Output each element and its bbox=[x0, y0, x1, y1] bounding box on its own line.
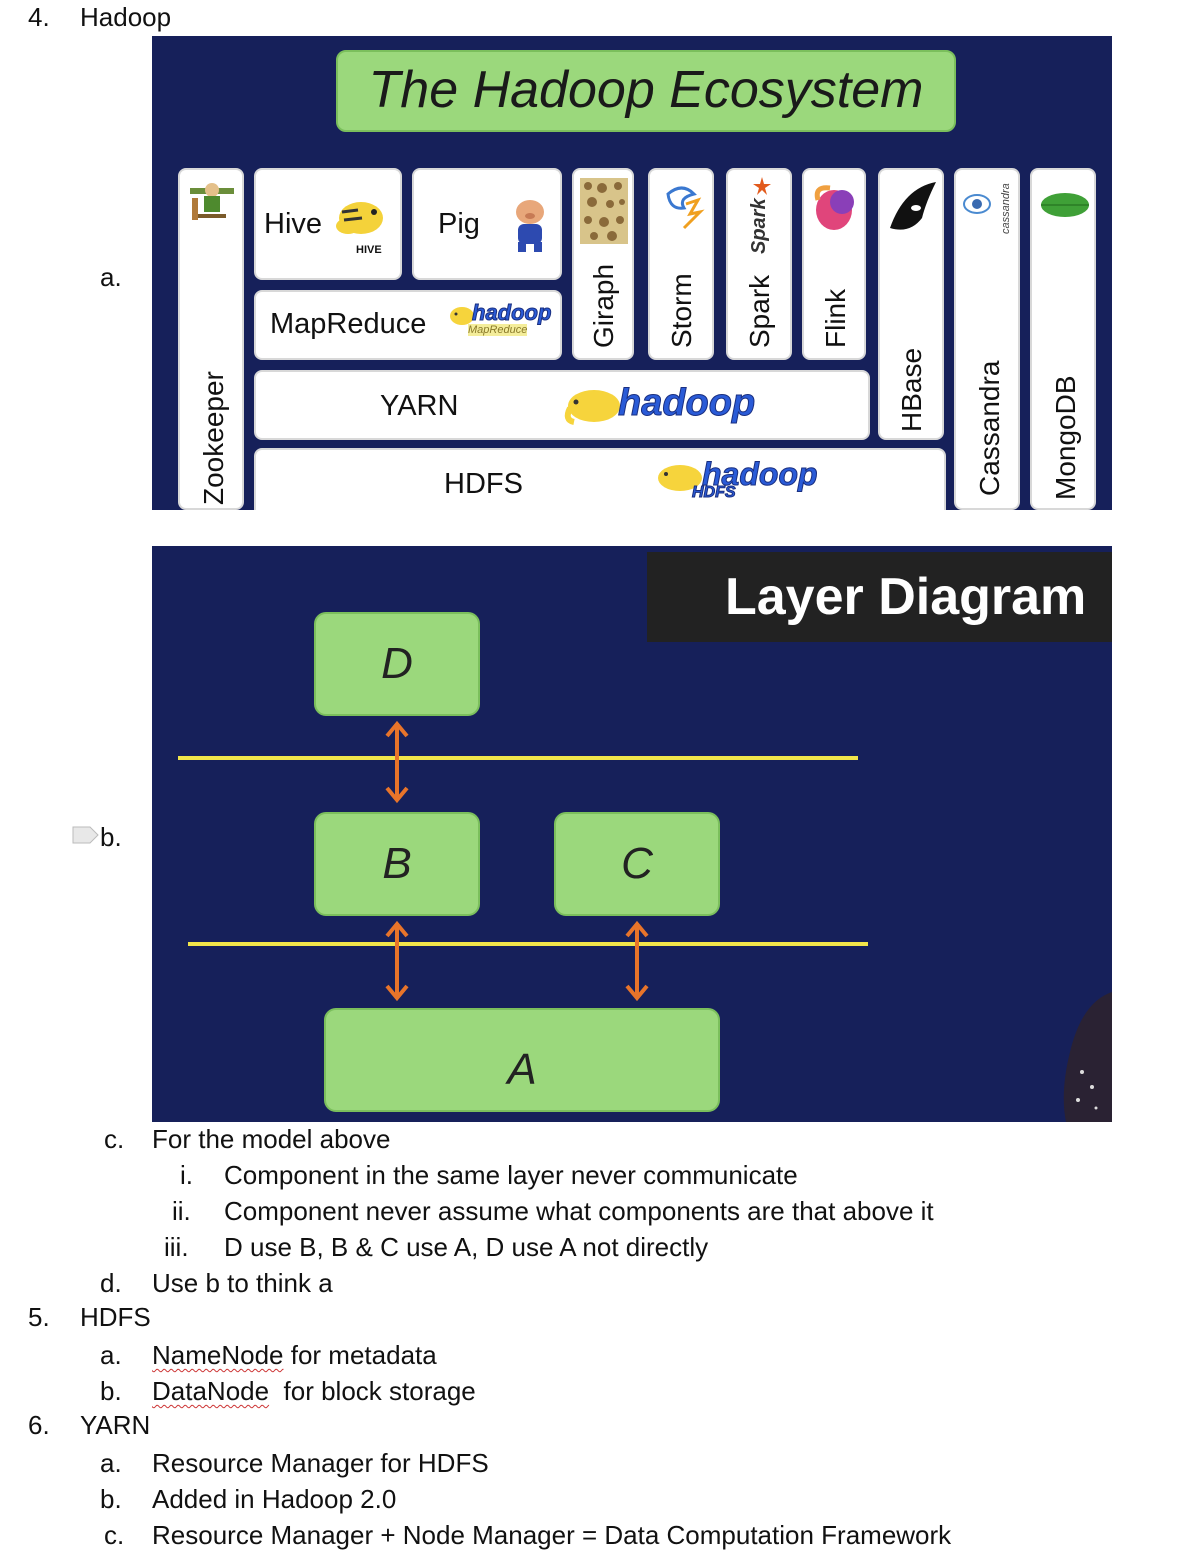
arrow-d-b-heads bbox=[385, 720, 409, 804]
yarn-hadoop-logo: hadoop bbox=[617, 382, 756, 425]
item-5-title: HDFS bbox=[80, 1302, 151, 1332]
item-5b-text: DataNode for block storage bbox=[152, 1376, 476, 1406]
hive-logo-text: HIVE bbox=[356, 244, 382, 256]
item-6a-number: a. bbox=[100, 1448, 122, 1478]
item-6-number: 6. bbox=[28, 1410, 50, 1440]
layer-arrows bbox=[385, 720, 649, 1002]
item-4-number: 4. bbox=[28, 2, 50, 32]
box-a: A bbox=[324, 1008, 720, 1112]
spark-box: Spark Spark bbox=[726, 168, 792, 360]
cassandra-eye-icon bbox=[963, 194, 991, 214]
item-6b-text: Added in Hadoop 2.0 bbox=[152, 1484, 397, 1514]
yarn-label: YARN bbox=[380, 390, 459, 422]
arrow-c-a-heads bbox=[625, 920, 649, 1002]
storm-box: Storm bbox=[648, 168, 714, 360]
hadoop-elephant-icon bbox=[450, 307, 474, 325]
item-5a-rest: for metadata bbox=[283, 1340, 437, 1370]
item-4b-number: b. bbox=[100, 822, 122, 852]
hdfs-logo-sub: HDFS bbox=[692, 484, 737, 502]
item-4c-i-number: i. bbox=[180, 1160, 193, 1190]
item-5a-number: a. bbox=[100, 1340, 122, 1370]
mongodb-label: MongoDB bbox=[1050, 375, 1081, 500]
spark-label: Spark bbox=[744, 274, 775, 348]
item-4c-i-text: Component in the same layer never commun… bbox=[224, 1160, 798, 1190]
mongodb-box: MongoDB bbox=[1030, 168, 1096, 510]
flink-box: Flink bbox=[802, 168, 866, 360]
zookeeper-icon bbox=[190, 183, 234, 220]
hdfs-hadoop-logo: hadoop bbox=[702, 456, 819, 493]
mapreduce-label: MapReduce bbox=[270, 308, 427, 340]
spark-logo-text: Spark bbox=[748, 198, 770, 254]
hbase-box: HBase bbox=[878, 168, 944, 440]
mapreduce-logo: hadoop bbox=[471, 300, 552, 326]
pig-label: Pig bbox=[438, 208, 480, 240]
namenode-term: NameNode bbox=[152, 1340, 284, 1370]
flink-squirrel-icon bbox=[814, 185, 854, 230]
storm-icon bbox=[666, 186, 705, 230]
arrow-b-a-heads bbox=[385, 920, 409, 1002]
item-6c-number: c. bbox=[104, 1520, 125, 1550]
item-5a-text: NameNode for metadata bbox=[152, 1340, 437, 1370]
item-6-title: YARN bbox=[80, 1410, 151, 1440]
item-6c-text: Resource Manager + Node Manager = Data C… bbox=[152, 1520, 952, 1550]
item-4d-number: d. bbox=[100, 1268, 122, 1298]
box-b: B bbox=[314, 812, 480, 916]
hadoop-elephant-icon bbox=[564, 390, 620, 425]
item-4-title: Hadoop bbox=[80, 2, 172, 32]
hive-bee-icon bbox=[336, 202, 383, 234]
hbase-orca-icon bbox=[890, 182, 936, 230]
layer-diagram-image: Layer Diagram D B C A bbox=[152, 546, 1112, 1122]
mapreduce-box: MapReduce hadoop MapReduce bbox=[254, 290, 562, 360]
item-4d-text: Use b to think a bbox=[152, 1268, 333, 1298]
layer-divider-top bbox=[178, 756, 858, 760]
layer-diagram-title: Layer Diagram bbox=[647, 552, 1112, 642]
yarn-box: YARN hadoop bbox=[254, 370, 870, 440]
pig-box: Pig bbox=[412, 168, 562, 280]
hadoop-elephant-icon bbox=[658, 465, 702, 491]
item-4c-number: c. bbox=[104, 1124, 125, 1154]
ecosystem-title: The Hadoop Ecosystem bbox=[336, 50, 956, 132]
datanode-term: DataNode bbox=[152, 1376, 270, 1406]
cassandra-logo-text: cassandra bbox=[1000, 183, 1012, 234]
pig-icon bbox=[516, 200, 544, 252]
mongodb-leaf-icon bbox=[1041, 193, 1089, 217]
item-4c-iii-text: D use B, B & C use A, D use A not direct… bbox=[224, 1232, 709, 1262]
presenter-figure bbox=[1063, 992, 1112, 1122]
hadoop-ecosystem-image: The Hadoop Ecosystem Zookeeper Hive HIVE… bbox=[152, 36, 1112, 510]
storm-label: Storm bbox=[666, 273, 697, 348]
giraph-box: Giraph bbox=[572, 168, 634, 360]
item-4c-ii-text: Component never assume what components a… bbox=[224, 1196, 934, 1226]
item-6a-text: Resource Manager for HDFS bbox=[152, 1448, 489, 1478]
cassandra-label: Cassandra bbox=[974, 360, 1005, 496]
cassandra-box: cassandra Cassandra bbox=[954, 168, 1020, 510]
item-4c-text: For the model above bbox=[152, 1124, 391, 1154]
hdfs-box: HDFS hadoop HDFS bbox=[254, 448, 946, 510]
comment-marker-icon[interactable] bbox=[72, 826, 100, 844]
flink-label: Flink bbox=[820, 288, 851, 348]
mapreduce-logo-sub: MapReduce bbox=[468, 324, 528, 336]
hive-label: Hive bbox=[264, 208, 323, 240]
item-5b-rest: for block storage bbox=[269, 1376, 476, 1406]
giraph-icon bbox=[580, 178, 628, 244]
item-4c-iii-number: iii. bbox=[164, 1232, 189, 1262]
hbase-label: HBase bbox=[896, 347, 927, 432]
item-4c-ii-number: ii. bbox=[172, 1196, 191, 1226]
item-4a-number: a. bbox=[100, 262, 122, 292]
giraph-label: Giraph bbox=[588, 263, 619, 348]
spark-star-icon bbox=[753, 177, 771, 195]
item-5b-number: b. bbox=[100, 1376, 122, 1406]
zookeeper-box: Zookeeper bbox=[178, 168, 244, 510]
item-6b-number: b. bbox=[100, 1484, 122, 1514]
zookeeper-label: Zookeeper bbox=[198, 371, 229, 505]
hive-box: Hive HIVE bbox=[254, 168, 402, 280]
box-c: C bbox=[554, 812, 720, 916]
item-5-number: 5. bbox=[28, 1302, 50, 1332]
layer-divider-bottom bbox=[188, 942, 868, 946]
box-d: D bbox=[314, 612, 480, 716]
hdfs-label: HDFS bbox=[444, 468, 523, 500]
